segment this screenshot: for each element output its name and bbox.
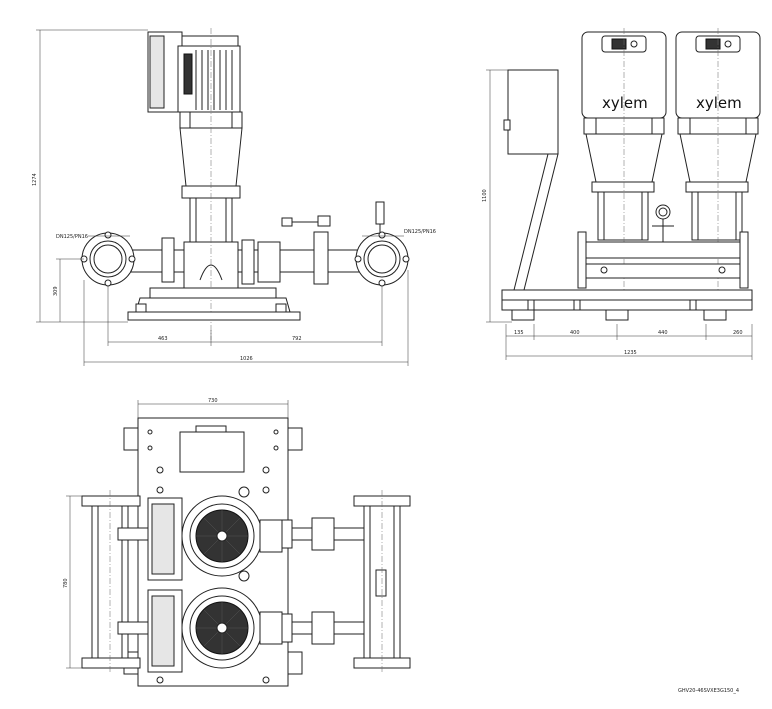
front-dim-d3: 440 xyxy=(658,330,668,336)
front-view: xylem xylem xyxy=(482,28,761,360)
side-motor xyxy=(147,31,241,113)
front-brand-2: xylem xyxy=(696,94,742,112)
top-dim-width: 730 xyxy=(208,398,218,404)
side-manifolds xyxy=(127,201,385,285)
side-inlet-label: DN125/PN16 xyxy=(56,234,88,240)
front-brand-1: xylem xyxy=(602,94,648,112)
side-dim-inlet-height: 309 xyxy=(53,286,59,296)
top-pump-1 xyxy=(147,495,283,581)
top-view: 730 780 xyxy=(63,398,411,687)
front-manifolds xyxy=(577,204,749,289)
side-dim-height: 1274 xyxy=(32,173,38,186)
front-dim-d4: 260 xyxy=(733,330,743,336)
side-dim-d1: 463 xyxy=(158,336,168,342)
front-pump-1: xylem xyxy=(581,28,667,300)
side-inlet-flange xyxy=(80,231,136,287)
front-dim-d1: 135 xyxy=(514,330,524,336)
front-base xyxy=(501,289,753,321)
side-dim-overall: 1026 xyxy=(240,356,253,362)
side-outlet-flange xyxy=(354,231,410,287)
top-pump-2 xyxy=(147,587,283,673)
front-dim-height: 1100 xyxy=(482,189,488,202)
side-outlet-label: DN125/PN16 xyxy=(404,229,436,235)
side-dimension-lines xyxy=(36,29,409,366)
top-dimension-lines xyxy=(66,400,289,669)
front-dimension-lines xyxy=(486,69,753,360)
drawing-code: GHV20-46SVXE3G150_4 xyxy=(678,688,739,694)
side-view: DN125/PN16 DN125/PN16 1274 309 463 792 1… xyxy=(32,28,436,366)
front-pump-2: xylem xyxy=(675,28,761,300)
front-dim-d2: 400 xyxy=(570,330,580,336)
top-dim-depth: 780 xyxy=(63,578,69,588)
side-pump-column xyxy=(179,28,243,340)
front-dim-overall: 1235 xyxy=(624,350,637,356)
front-control-cabinet xyxy=(503,69,559,291)
top-discharge-manifold xyxy=(281,490,411,674)
side-base xyxy=(127,287,301,321)
side-dim-d2: 792 xyxy=(292,336,302,342)
